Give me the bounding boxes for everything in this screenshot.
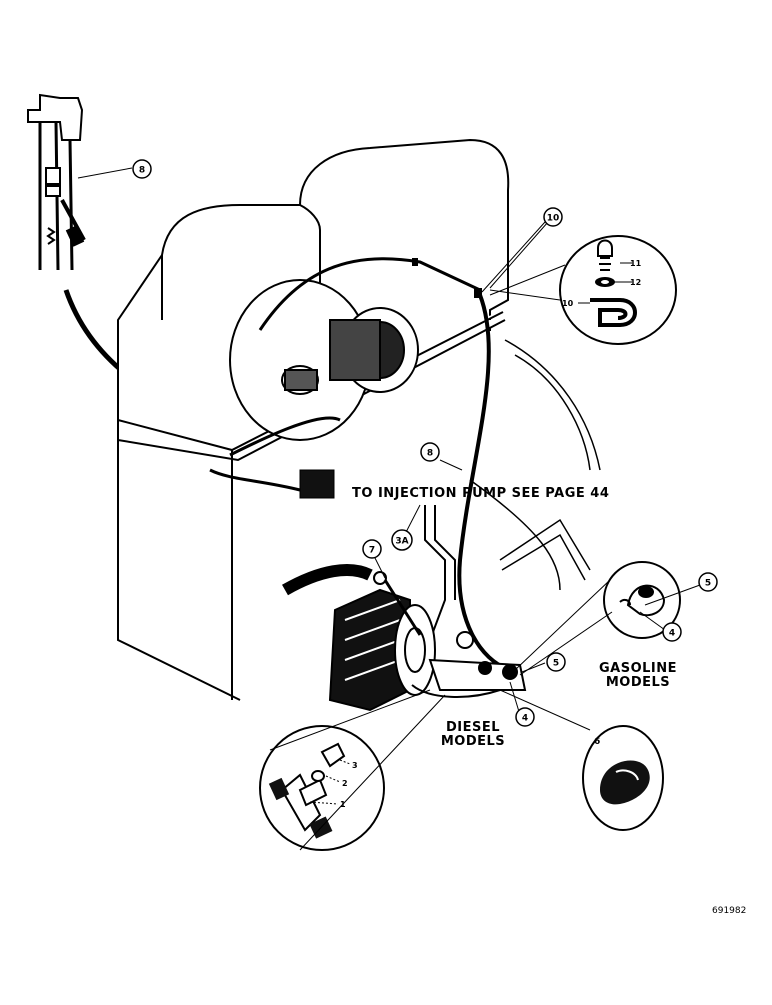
callout-4-gasoline: 4 bbox=[662, 622, 682, 642]
leader-lines bbox=[77, 167, 701, 851]
svg-text:8: 8 bbox=[427, 449, 433, 459]
svg-text:5: 5 bbox=[705, 579, 711, 589]
pump-assembly bbox=[282, 564, 436, 712]
svg-text:7: 7 bbox=[369, 546, 375, 556]
svg-text:5: 5 bbox=[553, 659, 559, 669]
callout-6: 6 bbox=[594, 737, 600, 747]
gasoline-caption-line2: MODELS bbox=[605, 675, 671, 690]
gasoline-models-caption: GASOLINE MODELS bbox=[590, 662, 686, 690]
tee-label-3: 3 bbox=[352, 761, 358, 770]
callout-4-main: 4 bbox=[515, 707, 535, 727]
injection-pump-caption: TO INJECTION PUMP SEE PAGE 44 bbox=[352, 486, 610, 501]
callout-5-gasoline: 5 bbox=[698, 572, 718, 592]
callout-8-top: 8 bbox=[132, 159, 152, 179]
clamp-label-12: 12 bbox=[630, 278, 641, 287]
callout-3a: 3A bbox=[391, 529, 413, 551]
diesel-models-caption: DIESEL MODELS bbox=[438, 721, 508, 749]
diesel-caption-line2: MODELS bbox=[440, 734, 506, 749]
document-number: 691982 bbox=[712, 906, 747, 916]
fuel-fittings bbox=[411, 631, 527, 698]
svg-text:3A: 3A bbox=[395, 537, 408, 547]
wiring-harness bbox=[209, 257, 511, 672]
callout-10-top: 10 bbox=[543, 207, 563, 227]
clamp-label-10: 10 bbox=[562, 299, 574, 308]
svg-text:10: 10 bbox=[547, 214, 560, 224]
callout-8-mid: 8 bbox=[420, 442, 440, 462]
harness-connector bbox=[27, 93, 86, 271]
svg-text:8: 8 bbox=[139, 166, 145, 176]
junction-box bbox=[299, 469, 335, 499]
diesel-caption-line1: DIESEL bbox=[445, 720, 501, 735]
svg-text:4: 4 bbox=[669, 629, 675, 639]
gasoline-caption-line1: GASOLINE bbox=[598, 661, 678, 676]
fuel-line-3a bbox=[424, 505, 456, 641]
gasoline-fitting-detail bbox=[603, 561, 681, 639]
alternator bbox=[229, 279, 419, 441]
wire-clips bbox=[412, 258, 482, 298]
tee-label-2: 2 bbox=[342, 779, 348, 788]
clamp-label-11: 11 bbox=[630, 259, 642, 268]
callout-5-main: 5 bbox=[546, 652, 566, 672]
callout-7: 7 bbox=[362, 539, 382, 559]
diesel-tee-detail bbox=[259, 725, 385, 851]
svg-text:4: 4 bbox=[522, 714, 528, 724]
clamp-detail bbox=[559, 235, 677, 345]
fender-outline bbox=[469, 339, 601, 591]
cap-detail bbox=[582, 725, 664, 831]
